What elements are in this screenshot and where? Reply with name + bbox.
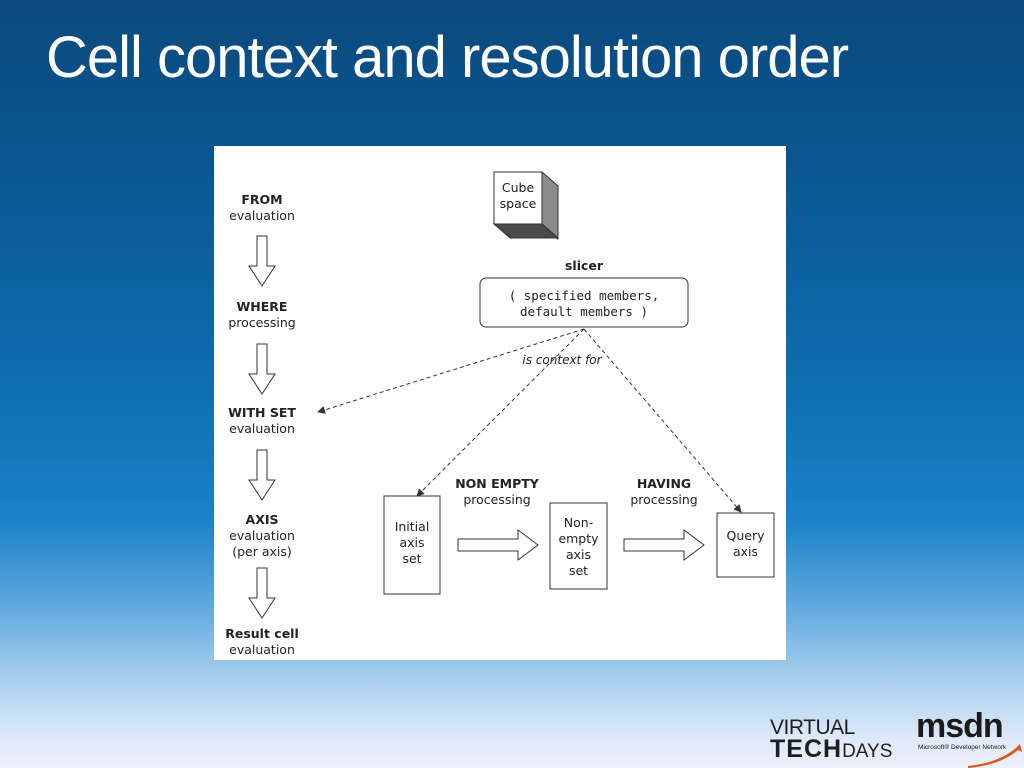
initial-line-2: axis: [399, 535, 424, 550]
nonempty-line-3: axis: [566, 547, 591, 562]
slicer-label: slicer: [565, 258, 604, 273]
nonempty-line-1: Non-: [564, 515, 593, 530]
result-sub: evaluation: [229, 642, 295, 657]
nonempty-step-sub: processing: [463, 492, 530, 507]
slicer-line-1: ( specified members,: [509, 288, 660, 303]
initial-line-3: set: [402, 551, 421, 566]
having-step-sub: processing: [630, 492, 697, 507]
days-text: DAYS: [842, 741, 893, 762]
down-arrow-1-icon: [248, 235, 276, 287]
virtual-text: VIRTUAL: [770, 716, 855, 739]
query-axis-box: [716, 512, 775, 578]
initial-line-1: Initial: [395, 519, 430, 534]
down-arrow-3-icon: [248, 449, 276, 501]
right-arrow-1-icon: [457, 529, 539, 561]
virtual-techdays-logo: VIRTUAL TECHDAYS: [770, 716, 893, 763]
axis-sub-2: (per axis): [232, 544, 292, 559]
msdn-text: msdn: [916, 707, 1004, 745]
slicer-box: [479, 277, 689, 328]
msdn-tagline: Microsoft® Developer Network: [918, 744, 1007, 751]
cube-space: Cube space: [492, 170, 560, 240]
slide-title: Cell context and resolution order: [46, 25, 849, 90]
cube-label-2: space: [500, 196, 537, 211]
withset-label: WITH SET: [228, 405, 296, 420]
query-line-2: axis: [733, 544, 758, 559]
where-label: WHERE: [237, 299, 288, 314]
diagram-panel: FROM evaluation WHERE processing WITH SE…: [214, 146, 786, 660]
slicer-line-2: default members ): [520, 304, 648, 319]
tech-text: TECH: [770, 735, 843, 763]
msdn-logo: msdn Microsoft® Developer Network: [916, 708, 1024, 768]
query-line-1: Query: [727, 528, 766, 543]
context-arrow-withset: [317, 328, 585, 414]
nonempty-step-label: NON EMPTY: [455, 476, 540, 491]
from-sub: evaluation: [229, 208, 295, 223]
nonempty-line-2: empty: [558, 531, 599, 546]
having-step-label: HAVING: [637, 476, 691, 491]
msdn-swoosh-icon: [968, 744, 1022, 768]
withset-sub: evaluation: [229, 421, 295, 436]
cube-label-1: Cube: [502, 180, 535, 195]
context-label: is context for: [522, 353, 602, 367]
right-arrow-2-icon: [623, 529, 705, 561]
nonempty-axis-box: [549, 502, 608, 590]
initial-axis-box: [383, 495, 441, 595]
context-arrow-initial: [416, 328, 585, 497]
from-label: FROM: [241, 192, 282, 207]
result-label: Result cell: [225, 626, 299, 641]
where-sub: processing: [228, 315, 295, 330]
nonempty-line-4: set: [569, 563, 588, 578]
axis-label: AXIS: [246, 512, 279, 527]
axis-sub-1: evaluation: [229, 528, 295, 543]
resolution-order-diagram: FROM evaluation WHERE processing WITH SE…: [225, 170, 775, 657]
down-arrow-2-icon: [248, 343, 276, 395]
down-arrow-4-icon: [248, 567, 276, 619]
context-arrow-query: [583, 328, 742, 513]
